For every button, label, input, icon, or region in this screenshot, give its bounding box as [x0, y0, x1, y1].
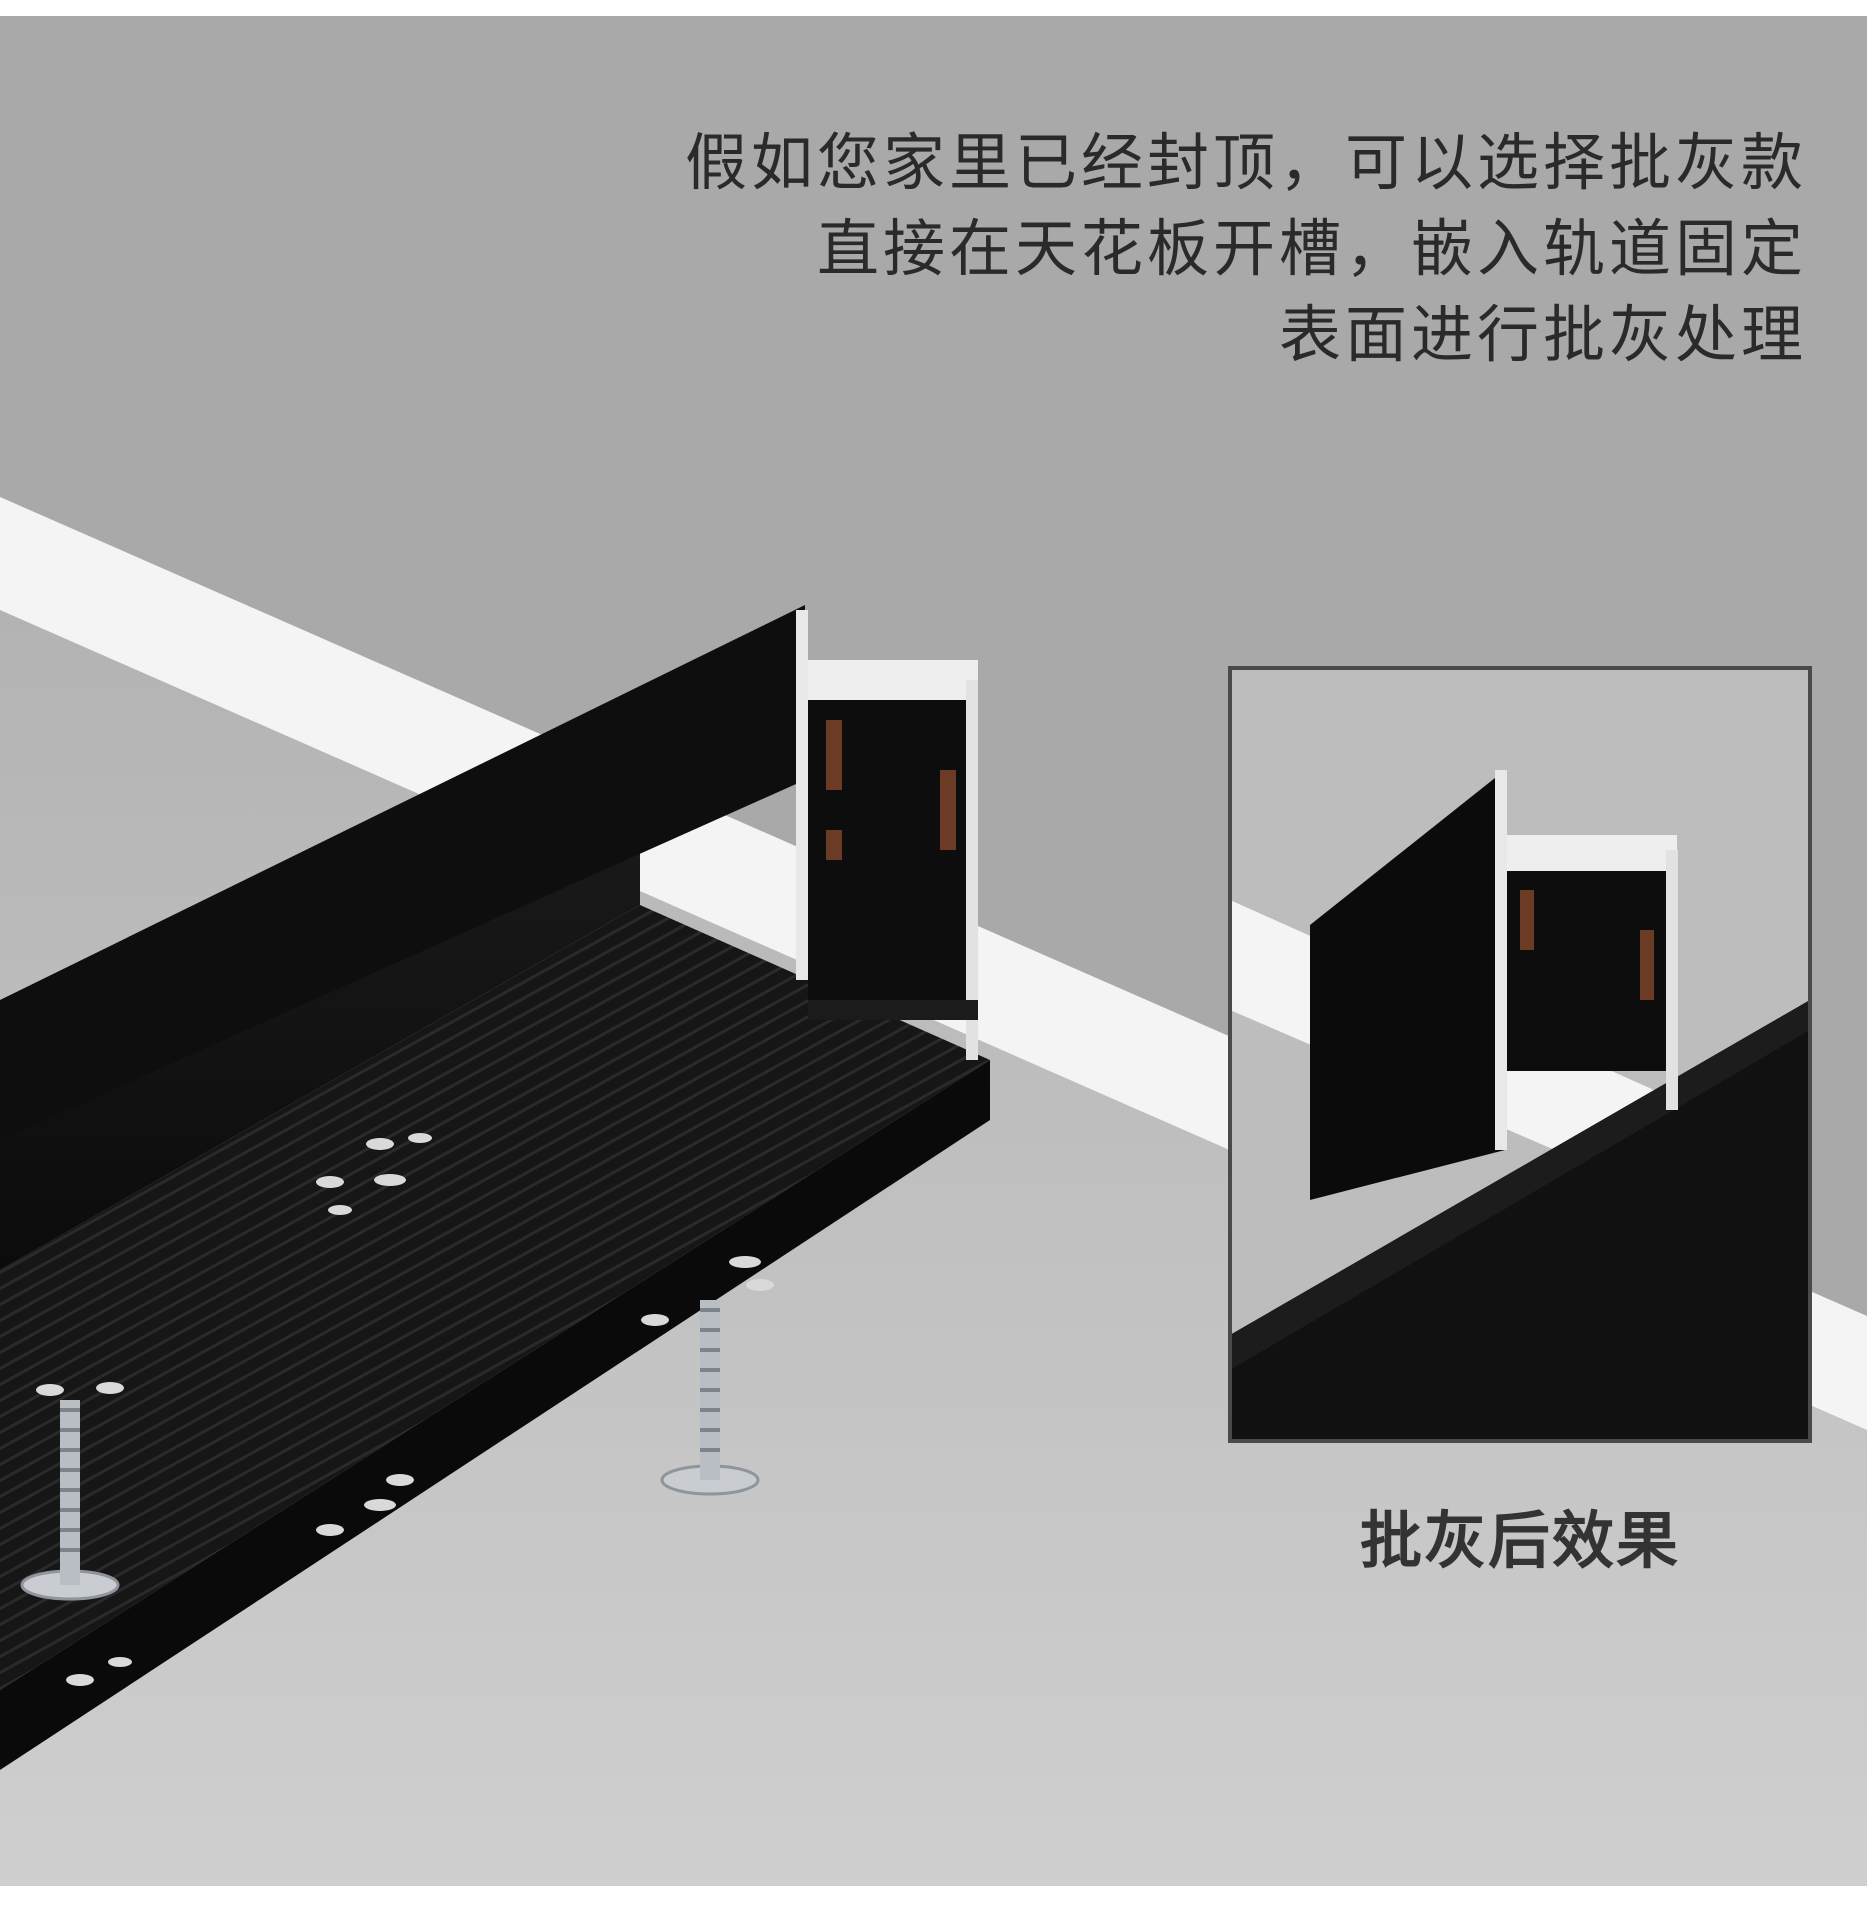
- inset-after-effect: [1228, 666, 1812, 1443]
- headline-line-2: 直接在天花板开槽，嵌入轨道固定: [816, 212, 1807, 285]
- track-top-wall: [0, 605, 805, 1140]
- headline-line-1: 假如您家里已经封顶，可以选择批灰款: [684, 126, 1807, 199]
- track-end-profile: [796, 610, 978, 1060]
- inset-caption: 批灰后效果: [1359, 1504, 1680, 1577]
- headline-line-3: 表面进行批灰处理: [1278, 298, 1807, 371]
- track-bottom-edge: [0, 1060, 990, 1770]
- screw-holes: [36, 1133, 774, 1686]
- screw-icon: [660, 1300, 760, 1496]
- inset-frame: [1228, 666, 1812, 1443]
- track-ribbed-face: [0, 905, 990, 1690]
- headline: 假如您家里已经封顶，可以选择批灰款 直接在天花板开槽，嵌入轨道固定 表面进行批灰…: [685, 120, 1807, 378]
- screw-icon: [20, 1400, 120, 1601]
